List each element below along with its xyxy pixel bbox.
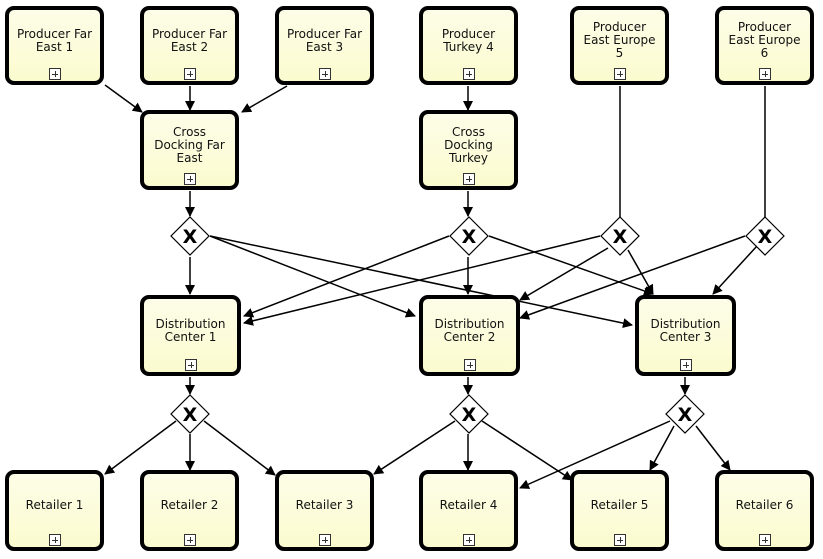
- producer-node-1[interactable]: Producer Far East 1: [5, 6, 104, 85]
- flow-arrow-16: [519, 247, 609, 301]
- flow-arrow-10: [209, 235, 416, 318]
- retailer-node-4[interactable]: Retailer 4: [419, 470, 518, 551]
- exclusive-gateway-icon[interactable]: X: [170, 394, 210, 434]
- expand-subprocess-icon[interactable]: [183, 68, 196, 80]
- exclusive-gateway-icon[interactable]: X: [600, 216, 640, 256]
- gateway-symbol: X: [183, 404, 198, 426]
- flow-arrow-23: [104, 420, 177, 475]
- distribution-center-node-1[interactable]: Distribution Center 1: [140, 295, 241, 376]
- flow-arrow-12: [243, 235, 450, 318]
- flow-arrow-1: [104, 84, 143, 113]
- flow-arrow-29: [519, 420, 671, 489]
- expand-subprocess-icon[interactable]: [183, 534, 196, 546]
- flow-arrow-17: [627, 249, 654, 295]
- node-label: Producer Far East 3: [286, 26, 363, 54]
- node-label: Retailer 3: [295, 498, 354, 512]
- distribution-center-node-2[interactable]: Distribution Center 2: [419, 295, 520, 376]
- producer-node-2[interactable]: Producer Far East 2: [140, 6, 239, 85]
- expand-subprocess-icon[interactable]: [679, 359, 692, 371]
- flow-arrow-19: [712, 245, 758, 295]
- node-label: Producer East Europe 6: [728, 20, 801, 60]
- cross-docking-node-far-east[interactable]: Cross Docking Far East: [140, 110, 239, 190]
- node-label: Retailer 1: [25, 498, 84, 512]
- expand-subprocess-icon[interactable]: [613, 68, 626, 80]
- node-label: Cross Docking Far East: [154, 124, 225, 165]
- exclusive-gateway-icon[interactable]: X: [449, 394, 489, 434]
- exclusive-gateway-icon[interactable]: X: [170, 216, 210, 256]
- gateway-symbol: X: [183, 226, 198, 248]
- expand-subprocess-icon[interactable]: [463, 359, 476, 371]
- node-label: Producer Turkey 4: [441, 26, 496, 54]
- expand-subprocess-icon[interactable]: [758, 68, 771, 80]
- gateway-symbol: X: [758, 226, 773, 248]
- node-label: Distribution Center 3: [650, 316, 721, 344]
- node-label: Distribution Center 1: [155, 316, 226, 344]
- retailer-node-1[interactable]: Retailer 1: [5, 470, 104, 551]
- node-label: Distribution Center 2: [434, 316, 505, 344]
- flow-arrow-25: [203, 420, 276, 476]
- retailer-node-6[interactable]: Retailer 6: [715, 470, 814, 551]
- flow-arrow-3: [241, 85, 288, 113]
- node-label: Retailer 2: [160, 498, 219, 512]
- flow-arrow-28: [481, 420, 573, 481]
- gateway-symbol: X: [678, 404, 693, 426]
- flow-arrow-15: [243, 235, 601, 326]
- producer-node-5[interactable]: Producer East Europe 5: [570, 6, 669, 85]
- distribution-center-node-3[interactable]: Distribution Center 3: [635, 295, 736, 376]
- expand-subprocess-icon[interactable]: [758, 534, 771, 546]
- cross-docking-node-turkey[interactable]: Cross Docking Turkey: [419, 110, 518, 190]
- producer-node-4[interactable]: Producer Turkey 4: [419, 6, 518, 85]
- retailer-node-3[interactable]: Retailer 3: [275, 470, 374, 551]
- expand-subprocess-icon[interactable]: [318, 534, 331, 546]
- exclusive-gateway-icon[interactable]: X: [665, 394, 705, 434]
- expand-subprocess-icon[interactable]: [462, 173, 475, 185]
- expand-subprocess-icon[interactable]: [318, 68, 331, 80]
- retailer-node-5[interactable]: Retailer 5: [570, 470, 669, 551]
- node-label: Producer East Europe 5: [583, 20, 656, 60]
- producer-node-3[interactable]: Producer Far East 3: [275, 6, 374, 85]
- node-label: Retailer 6: [735, 498, 794, 512]
- flow-arrow-26: [373, 420, 456, 475]
- expand-subprocess-icon[interactable]: [184, 359, 197, 371]
- expand-subprocess-icon[interactable]: [48, 68, 61, 80]
- node-label: Cross Docking Turkey: [444, 124, 493, 165]
- node-label: Retailer 5: [590, 498, 649, 512]
- producer-node-6[interactable]: Producer East Europe 6: [715, 6, 814, 85]
- gateway-symbol: X: [462, 404, 477, 426]
- flow-arrow-30: [649, 425, 675, 471]
- expand-subprocess-icon[interactable]: [462, 534, 475, 546]
- gateway-symbol: X: [613, 226, 628, 248]
- node-label: Producer Far East 2: [151, 26, 228, 54]
- node-label: Retailer 4: [439, 498, 498, 512]
- gateway-symbol: X: [462, 226, 477, 248]
- exclusive-gateway-icon[interactable]: X: [745, 216, 785, 256]
- node-label: Producer Far East 1: [16, 26, 93, 54]
- flow-arrow-31: [695, 425, 731, 471]
- retailer-node-2[interactable]: Retailer 2: [140, 470, 239, 551]
- expand-subprocess-icon[interactable]: [613, 534, 626, 546]
- flow-arrow-14: [488, 235, 654, 296]
- expand-subprocess-icon[interactable]: [48, 534, 61, 546]
- expand-subprocess-icon[interactable]: [462, 68, 475, 80]
- flow-arrow-18: [519, 235, 746, 320]
- exclusive-gateway-icon[interactable]: X: [449, 216, 489, 256]
- expand-subprocess-icon[interactable]: [183, 173, 196, 185]
